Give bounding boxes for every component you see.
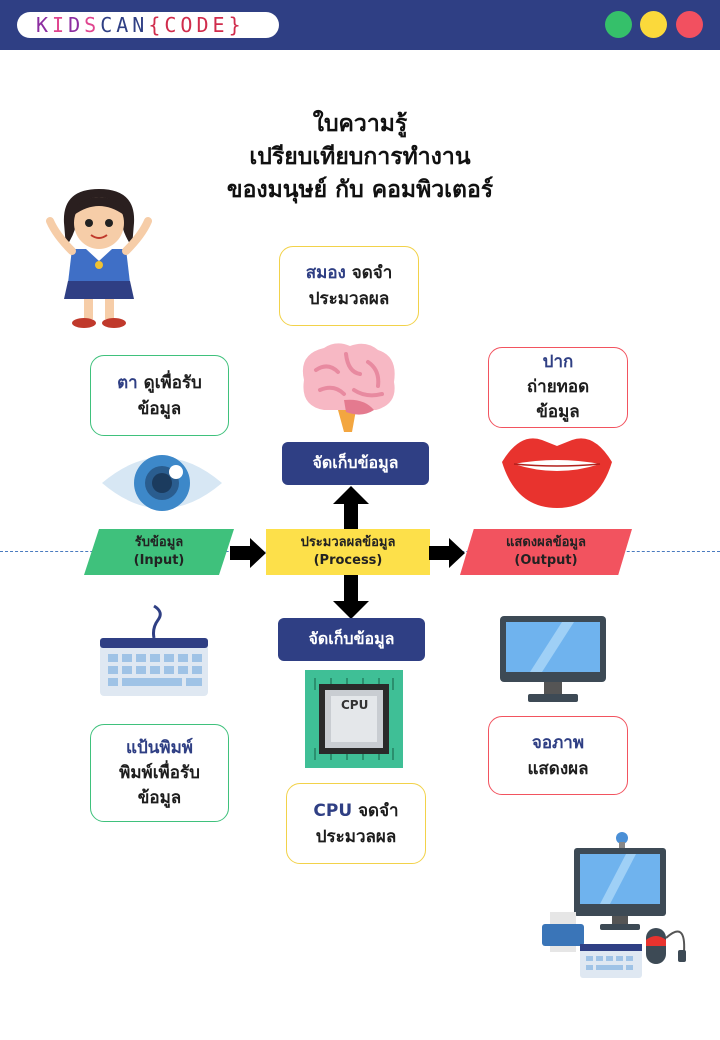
monitor-box: จอภาพ แสดงผล (488, 716, 628, 795)
brain-name: สมอง (305, 263, 346, 283)
input-label: รับข้อมูล (134, 535, 184, 550)
mouth-box: ปาก ถ่ายทอด ข้อมูล (488, 347, 628, 428)
eye-box: ตา ดูเพื่อรับ ข้อมูล (90, 355, 229, 436)
mouth-desc2: ข้อมูล (536, 402, 580, 422)
title-line-2: เปรียบเทียบการทำงาน (249, 144, 471, 170)
brain-desc: จดจำ (351, 263, 393, 283)
yellow-dot (640, 11, 667, 38)
input-step: รับข้อมูล (Input) (84, 529, 234, 575)
title-line-3: ของมนุษย์ กับ คอมพิวเตอร์ (226, 177, 494, 203)
logo: KIDSCAN{CODE} (36, 13, 245, 37)
red-dot (676, 11, 703, 38)
mouth-desc: ถ่ายทอด (526, 377, 590, 397)
keyboard-icon (100, 604, 208, 696)
brain-box: สมอง จดจำ ประมวลผล (279, 246, 419, 326)
title-line-1: ใบความรู้ (312, 111, 408, 137)
input-en: (Input) (133, 553, 185, 568)
cpu-box: CPU จดจำ ประมวลผล (286, 783, 426, 864)
keyboard-name: แป้นพิมพ์ (126, 737, 193, 758)
process-en: (Process) (313, 553, 383, 568)
arrow-up-icon (333, 486, 369, 530)
brain-icon (302, 343, 395, 432)
monitor-icon (500, 616, 606, 702)
green-dot (605, 11, 632, 38)
cpu-chip-label: CPU (341, 698, 368, 712)
keyboard-desc2: ข้อมูล (137, 787, 182, 808)
eye-desc2: ข้อมูล (137, 398, 182, 419)
output-step: แสดงผลข้อมูล (Output) (460, 529, 632, 575)
page-title: ใบความรู้ เปรียบเทียบการทำงาน ของมนุษย์ … (160, 108, 560, 207)
eye-icon (102, 455, 222, 511)
lips-icon (502, 438, 612, 508)
cpu-desc2: ประมวลผล (315, 826, 397, 847)
logo-pill (17, 12, 279, 38)
arrow-right-icon (230, 538, 266, 568)
mouth-name: ปาก (542, 352, 574, 372)
computer-set-icon (542, 832, 686, 978)
monitor-name: จอภาพ (531, 732, 585, 753)
monitor-desc: แสดงผล (527, 758, 589, 779)
girl-illustration (46, 189, 152, 328)
brain-desc2: ประมวลผล (308, 289, 390, 309)
keyboard-desc: พิมพ์เพื่อรับ (119, 762, 200, 783)
arrow-down-icon (333, 575, 369, 619)
human-storage-label: จัดเก็บข้อมูล (282, 442, 429, 485)
computer-storage-label: จัดเก็บข้อมูล (278, 618, 425, 661)
eye-desc: ดูเพื่อรับ (143, 372, 202, 393)
cpu-name: CPU (313, 800, 353, 821)
process-step: ประมวลผลข้อมูล (Process) (266, 529, 430, 575)
process-label: ประมวลผลข้อมูล (300, 535, 396, 550)
output-en: (Output) (514, 553, 578, 568)
cpu-desc: จดจำ (358, 800, 399, 821)
cpu-chip-icon: CPU (305, 670, 403, 768)
eye-name: ตา (117, 372, 138, 393)
keyboard-box: แป้นพิมพ์ พิมพ์เพื่อรับ ข้อมูล (90, 724, 229, 822)
output-label: แสดงผลข้อมูล (506, 535, 586, 550)
arrow-right-icon (429, 538, 465, 568)
